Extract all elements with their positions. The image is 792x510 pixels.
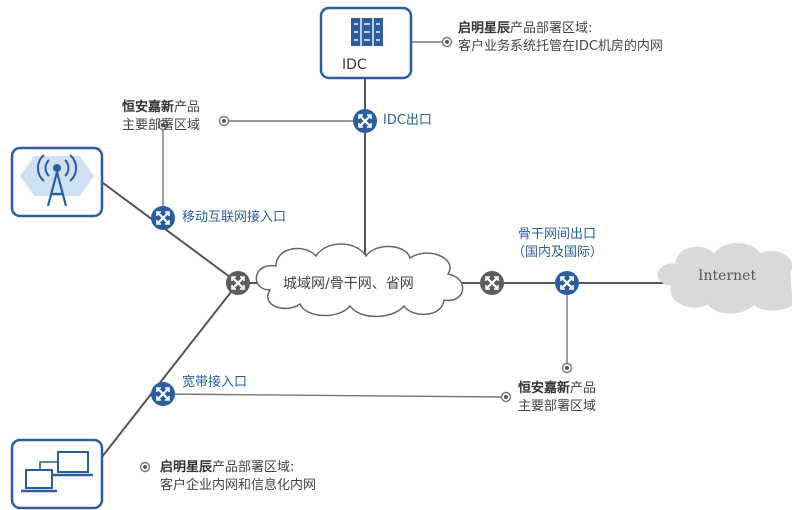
- backbone-exit-label-2: （国内及国际）: [512, 245, 604, 260]
- router-node-idc-exit: [353, 109, 377, 133]
- heng-left-brand: 恒安嘉新: [122, 100, 175, 115]
- idc-note: 启明星辰产品部署区域: 客户业务系统托管在IDC机房的内网: [458, 20, 663, 56]
- router-node-mobile: [151, 206, 175, 230]
- metro-backbone-cloud: [255, 243, 464, 318]
- idc-exit-label: IDC出口: [383, 113, 432, 128]
- broadband-access-label: 宽带接入口: [182, 375, 248, 390]
- mobile-tower-icon: [10, 146, 104, 218]
- mobile-access-label: 移动互联网接入口: [182, 210, 287, 225]
- heng-right-line2: 主要部署区域: [518, 399, 597, 414]
- router-node-left-core: [226, 271, 250, 295]
- enterprise-note-brand: 启明星辰: [160, 460, 213, 475]
- heng-left-note: 恒安嘉新产品 主要部署区域: [122, 99, 200, 135]
- backbone-exit-label-1: 骨干网间出口: [518, 227, 597, 242]
- internet-cloud: [657, 243, 792, 314]
- router-node-broadband: [151, 382, 175, 406]
- idc-note-brand: 启明星辰: [458, 21, 511, 36]
- router-node-right-core: [480, 271, 504, 295]
- router-node-backbone-exit: [555, 271, 579, 295]
- enterprise-computer-icon: [10, 438, 104, 510]
- metro-backbone-label: 城域网/骨干网、省网: [283, 276, 414, 292]
- idc-note-line2: 客户业务系统托管在IDC机房的内网: [458, 39, 663, 54]
- annotation-lines: [162, 41, 568, 398]
- idc-label: IDC: [342, 57, 367, 73]
- heng-right-note: 恒安嘉新产品 主要部署区域: [518, 380, 596, 416]
- enterprise-note: 启明星辰产品部署区域: 客户企业内网和信息化内网: [160, 459, 316, 495]
- heng-right-rest: 产品: [570, 381, 597, 396]
- annotation-dots: [139, 36, 573, 473]
- internet-label: Internet: [698, 268, 757, 284]
- enterprise-note-line2: 客户企业内网和信息化内网: [160, 478, 317, 493]
- heng-left-line2: 主要部署区域: [122, 118, 201, 133]
- heng-left-rest: 产品: [174, 100, 201, 115]
- idc-server-icon: [319, 6, 413, 80]
- enterprise-note-rest: 产品部署区域:: [212, 460, 295, 475]
- idc-note-rest: 产品部署区域:: [510, 21, 593, 36]
- heng-right-brand: 恒安嘉新: [518, 381, 571, 396]
